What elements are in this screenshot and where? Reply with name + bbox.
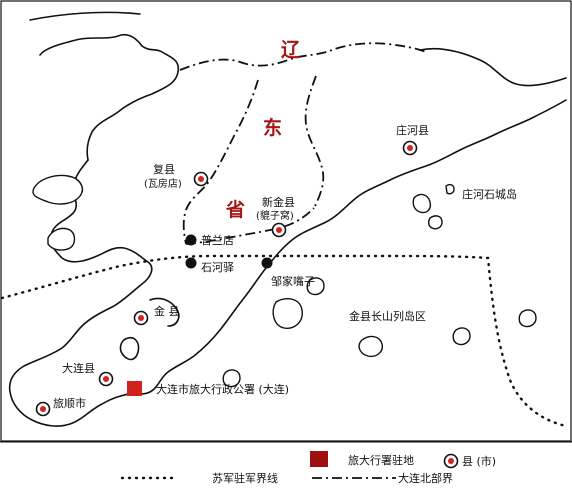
northeast-coastline: [419, 47, 567, 87]
island-west-1: [32, 174, 84, 205]
island-sea-4: [452, 327, 471, 346]
lushun-marker: [35, 401, 51, 417]
zhuanghe-marker: [402, 140, 418, 156]
south-coastline: [127, 99, 567, 395]
legend-admin-seat-swatch: [310, 451, 328, 467]
province-char-3: 省: [225, 199, 245, 221]
island-east-2: [427, 215, 443, 230]
changshan-label: 金县长山列岛区: [349, 309, 426, 323]
island-east-1: [412, 193, 432, 214]
fuxian-label: 复县: [153, 162, 175, 176]
dalian-north-boundary: [185, 207, 315, 245]
xinjin-marker: [271, 222, 287, 238]
zhuanghe-islands-label: 庄河石城岛: [462, 187, 517, 201]
zhuanghe-label: 庄河县: [396, 123, 429, 137]
dalianxian-label: 大连县: [62, 361, 95, 375]
legend-soviet-line-label: 苏军驻军界线: [212, 471, 278, 485]
dalianxian-marker: [98, 371, 114, 387]
legend-north-boundary-label: 大连北部界: [398, 471, 453, 485]
legend: 旅大行署驻地 县 (市) 苏军驻军界线 大连北部界: [120, 451, 496, 485]
pulandian-dot: [185, 234, 197, 246]
northwest-coastline: [39, 33, 180, 161]
xinjin-sublabel: (貔子窝): [256, 209, 294, 222]
fuxian-sublabel: (瓦房店): [144, 177, 182, 190]
island-sea-5: [518, 309, 537, 328]
province-char-2: 东: [263, 116, 282, 139]
shiheyi-dot: [185, 257, 197, 269]
shiheyi-label: 石河驿: [201, 261, 234, 274]
fuxian-marker: [193, 171, 209, 187]
jinzhou-bay: [149, 297, 180, 327]
county-boundary-east: [304, 75, 325, 209]
legend-admin-seat-label: 旅大行署驻地: [348, 453, 414, 467]
island-sea-1: [272, 298, 303, 329]
west-coastline: [8, 159, 153, 427]
lushun-label: 旅顺市: [53, 396, 86, 410]
county-boundary-west: [182, 79, 259, 245]
pulandian-label: 普兰店: [201, 233, 234, 247]
province-boundary-north: [179, 42, 427, 71]
jinxian-label: 金 县: [154, 304, 180, 318]
island-east-3: [445, 183, 455, 195]
legend-county-label: 县 (市): [462, 454, 496, 468]
island-west-2: [47, 227, 76, 251]
island-sea-6: [222, 369, 241, 388]
jinxian-marker: [133, 310, 149, 326]
xinjin-label: 新金县: [262, 195, 295, 209]
soviet-garrison-line: [0, 254, 568, 428]
dalian-bay: [119, 336, 140, 361]
province-char-1: 辽: [281, 39, 300, 61]
island-sea-3: [358, 335, 383, 358]
admin-office-label: 大连市旅大行政公署 (大连): [156, 382, 289, 396]
northeast-border: [29, 11, 141, 21]
island-sea-2: [306, 277, 325, 296]
legend-county-swatch: [443, 453, 459, 469]
map-frame: [0, 0, 572, 442]
zoujiazuizi-dot: [261, 257, 273, 269]
zoujiazuizi-label: 邹家嘴子: [271, 274, 315, 288]
admin-seat-square: [127, 381, 142, 396]
